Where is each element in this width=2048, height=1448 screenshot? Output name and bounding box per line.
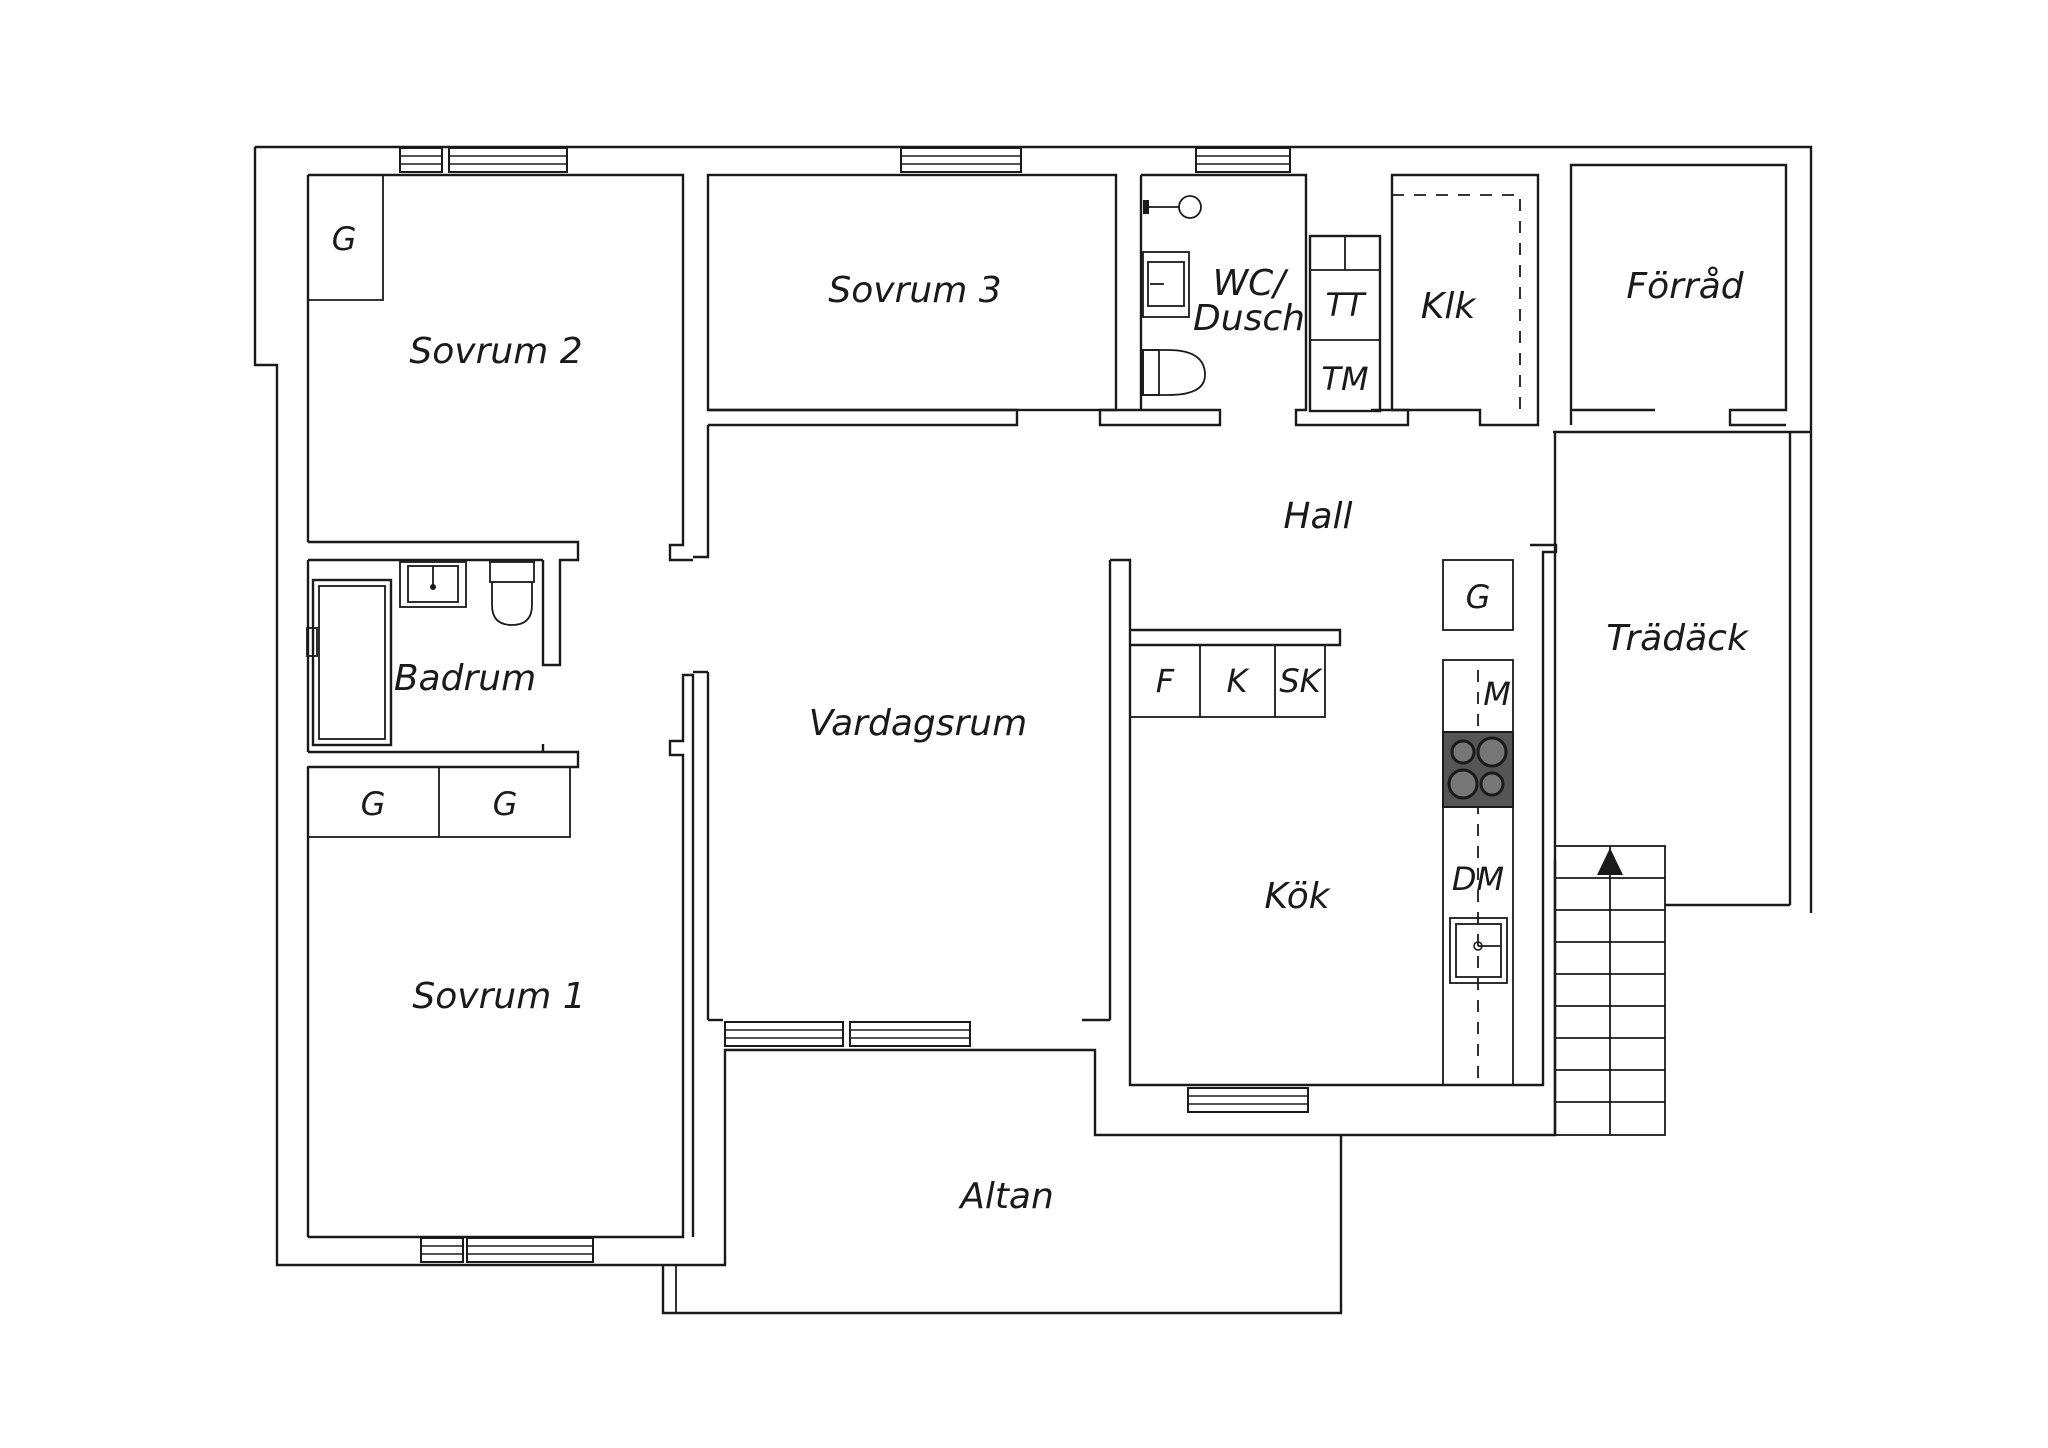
room-label-klk: Klk [1421, 286, 1478, 327]
badrum-walls [306, 558, 580, 769]
room-label-forrad: Förråd [1626, 266, 1744, 307]
fixture-m: M [1483, 675, 1511, 713]
sovrum-3-walls [693, 173, 1118, 559]
vardagsrum-walls [693, 543, 1558, 1087]
room-label-wc: WC/ [1213, 263, 1290, 304]
altan-outline [661, 1135, 1343, 1315]
fixture-tt: TT [1325, 286, 1367, 324]
sovrum-1-walls [306, 673, 695, 1239]
tradack-and-stairs [1553, 432, 1666, 1136]
room-label-dusch: Dusch [1193, 298, 1305, 339]
room-label-sovrum-2: Sovrum 2 [409, 331, 582, 372]
room-label-sovrum-3: Sovrum 3 [828, 270, 1001, 311]
fixture-f: F [1156, 662, 1175, 700]
wc-dusch-walls [1098, 173, 1410, 427]
wardrobe-g-sovrum1-a: G [361, 785, 386, 823]
wardrobe-g-sovrum2: G [332, 220, 357, 258]
wardrobe-g-sovrum1-b: G [493, 785, 518, 823]
sovrum-2-walls [306, 173, 693, 667]
laundry-walls [1308, 234, 1382, 413]
fixture-sk: SK [1279, 662, 1323, 700]
fixture-k: K [1227, 662, 1251, 700]
room-label-vardagsrum: Vardagsrum [809, 703, 1027, 744]
wardrobe-g-hall: G [1466, 578, 1491, 616]
room-label-tradack: Trädäck [1606, 618, 1750, 659]
exterior-walls [253, 145, 1813, 1267]
room-label-sovrum-1: Sovrum 1 [412, 976, 585, 1017]
kok-walls [1129, 559, 1514, 1086]
fixture-tm: TM [1321, 360, 1368, 398]
fixture-dm: DM [1452, 860, 1504, 898]
room-label-kok: Kök [1264, 876, 1331, 917]
windows [399, 147, 1309, 1263]
klk-walls [1390, 173, 1540, 427]
room-label-altan: Altan [958, 1176, 1054, 1217]
forrad-walls [1569, 163, 1788, 427]
room-label-badrum: Badrum [394, 658, 536, 699]
room-label-hall: Hall [1283, 496, 1352, 537]
stair-direction-arrow-icon [1597, 848, 1623, 875]
